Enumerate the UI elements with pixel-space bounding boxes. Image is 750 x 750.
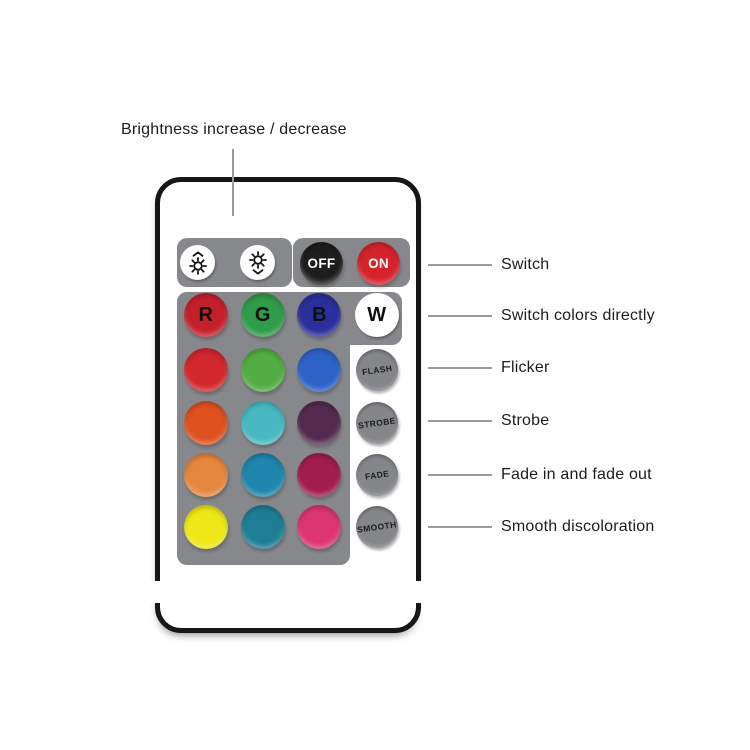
mode-key-strobe[interactable]: STROBE xyxy=(355,402,398,444)
key-g[interactable]: G xyxy=(240,293,285,337)
annotation-label: Flicker xyxy=(501,359,550,376)
annotation-flicker: Flicker xyxy=(428,357,550,379)
on-button[interactable]: ON xyxy=(357,242,400,285)
annotation-label: Smooth discoloration xyxy=(501,518,655,535)
mode-key-label: FLASH xyxy=(360,362,393,378)
brightness-annotation-label: Brightness increase / decrease xyxy=(121,121,347,138)
color-key-r1c1[interactable] xyxy=(183,348,228,392)
brightness-leader-line xyxy=(232,149,234,216)
leader-line xyxy=(428,420,492,422)
key-w[interactable]: W xyxy=(354,293,399,337)
leader-line xyxy=(428,315,492,317)
mode-key-label: FADE xyxy=(363,468,390,482)
annotation-strobe: Strobe xyxy=(428,410,549,432)
color-key-r3c2[interactable] xyxy=(240,453,285,497)
brightness-down-icon xyxy=(247,250,269,275)
color-key-r3c1[interactable] xyxy=(183,453,228,497)
leader-line xyxy=(428,264,492,266)
leader-line xyxy=(428,367,492,369)
annotation-label: Switch xyxy=(501,256,550,273)
annotation-switch-colors: Switch colors directly xyxy=(428,305,655,327)
color-key-r1c3[interactable] xyxy=(297,348,342,392)
key-r[interactable]: R xyxy=(183,293,228,337)
color-key-r2c2[interactable] xyxy=(240,401,285,445)
annotation-smooth: Smooth discoloration xyxy=(428,516,654,538)
white-overlay-band xyxy=(0,581,750,603)
mode-key-label: SMOOTH xyxy=(356,519,398,535)
leader-line xyxy=(428,474,492,476)
annotation-label: Strobe xyxy=(501,412,550,429)
mode-key-fade[interactable]: FADE xyxy=(355,454,398,496)
annotation-label: Fade in and fade out xyxy=(501,466,652,483)
color-key-r2c3[interactable] xyxy=(297,401,342,445)
brightness-down-button[interactable] xyxy=(240,245,275,280)
color-key-r4c3[interactable] xyxy=(297,505,342,549)
annotation-switch: Switch xyxy=(428,254,549,276)
brightness-up-button[interactable] xyxy=(180,245,215,280)
color-key-r3c3[interactable] xyxy=(297,453,342,497)
color-key-r1c2[interactable] xyxy=(240,348,285,392)
mode-key-flash[interactable]: FLASH xyxy=(355,349,398,391)
mode-key-label: STROBE xyxy=(357,415,397,431)
color-key-r4c1[interactable] xyxy=(183,505,228,549)
leader-line xyxy=(428,526,492,528)
off-button[interactable]: OFF xyxy=(300,242,343,285)
annotation-label: Switch colors directly xyxy=(501,307,655,324)
mode-key-smooth[interactable]: SMOOTH xyxy=(355,506,398,548)
color-key-r2c1[interactable] xyxy=(183,401,228,445)
key-b[interactable]: B xyxy=(297,293,342,337)
brightness-up-icon xyxy=(187,251,209,275)
color-key-r4c2[interactable] xyxy=(240,505,285,549)
annotation-fade: Fade in and fade out xyxy=(428,464,652,486)
